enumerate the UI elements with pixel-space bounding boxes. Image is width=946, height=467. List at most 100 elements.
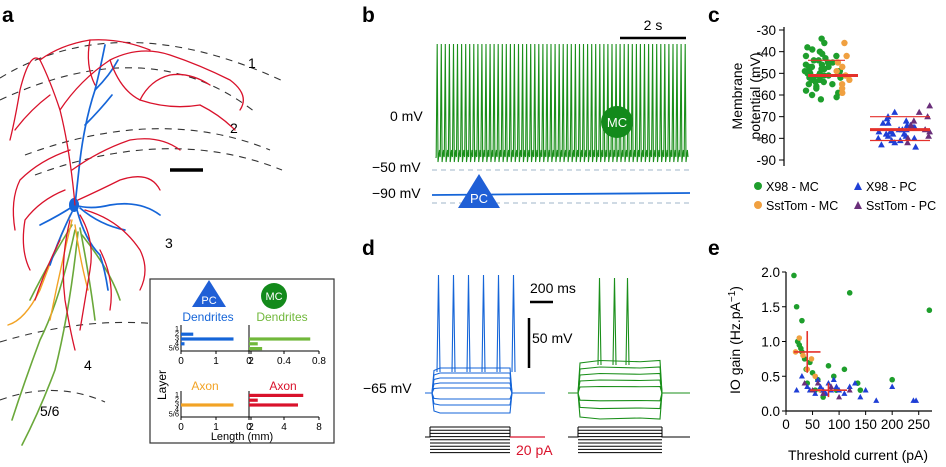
e-point (926, 307, 933, 314)
mc-spike (625, 277, 630, 366)
c-ylabel-line2: potential (mV) (747, 52, 763, 139)
mc-dendrites (11, 224, 121, 446)
layer-4-5-boundary (0, 389, 106, 403)
inset-x-tick-label: 2 (248, 356, 254, 367)
c-point (808, 91, 816, 99)
c-point (891, 139, 899, 146)
mc-spike (597, 277, 602, 366)
inset-x-tick-label: 0 (246, 356, 252, 367)
c-y-tick-label: -70 (756, 110, 776, 125)
e-point (846, 290, 853, 296)
mc-axon (9, 39, 244, 351)
mc-axon-branch (79, 214, 92, 331)
legend-marker-ssttom-pc (854, 201, 862, 209)
c-point (915, 108, 923, 115)
e-point (846, 383, 853, 389)
c-point (877, 141, 885, 148)
e-xlabel: Threshold current (pA) (788, 447, 928, 463)
inset-layer-tick-label: 3 (175, 400, 179, 409)
mc-axon-title: Axon (269, 379, 296, 393)
c-point (839, 63, 846, 71)
c-point (843, 52, 850, 60)
layer-label-4: 4 (84, 357, 92, 373)
layer-3a-boundary (34, 148, 283, 176)
panel-label-e: e (708, 237, 720, 260)
mc-axon-branch (9, 57, 76, 206)
panel-e: e IO gain (Hz.pA−1) Threshold current (p… (708, 237, 933, 463)
c-point (821, 39, 828, 47)
layer-2-3-boundary (24, 128, 271, 156)
c-point (813, 85, 820, 92)
inset-mc-label: MC (265, 291, 282, 303)
c-point (875, 128, 883, 135)
mc-dendrites-title: Dendrites (256, 310, 307, 324)
c-point (883, 115, 891, 122)
inset-x-tick-label: 0 (246, 422, 252, 433)
legend-ssttom-pc: SstTom - PC (866, 199, 936, 213)
mc-axon-branch (62, 219, 76, 351)
panel-label-c: c (708, 4, 720, 27)
panel-c: c Membrane potential (mV) -30-40-50-60-7… (708, 4, 936, 213)
voltage-label-0mv: 0 mV (390, 108, 423, 124)
e-point (817, 383, 824, 389)
layer-label-3: 3 (165, 235, 173, 251)
e-data-points (791, 272, 933, 403)
e-ylabel: IO gain (Hz.pA−1) (727, 286, 743, 394)
c-y-tick-label: -30 (756, 23, 776, 38)
pc-axon-title: Axon (191, 379, 218, 393)
e-point (852, 380, 859, 386)
mc-axon-branch (34, 239, 61, 301)
pia-boundary (0, 41, 286, 83)
c-point (833, 67, 840, 75)
pc-dendrites (39, 44, 161, 291)
inset-pc-label: PC (201, 295, 216, 307)
c-point (802, 87, 810, 94)
c-point (833, 93, 840, 101)
pc-spike (511, 274, 516, 373)
mc-axon-branch (71, 138, 181, 171)
c-point (874, 134, 882, 141)
mc-step-trace (568, 359, 690, 394)
inset-bar (249, 342, 258, 346)
mc-axon-branch (99, 249, 112, 311)
c-point (889, 130, 897, 137)
e-point (913, 397, 920, 403)
e-point (828, 383, 835, 389)
c-point (805, 80, 813, 88)
e-y-tick-label: 0.0 (761, 404, 780, 419)
inset-bar (181, 403, 234, 407)
e-x-tick-label: 0 (782, 417, 790, 432)
inset-x-tick-label: 4 (281, 422, 287, 433)
pc-spike (481, 274, 486, 373)
e-point (812, 373, 818, 380)
mc-spike (612, 277, 617, 366)
pc-dendrites-title: Dendrites (182, 310, 233, 324)
e-point (814, 380, 821, 386)
time-scale-label-d: 200 ms (530, 280, 576, 296)
pc-spike (451, 274, 456, 373)
inset-bar (181, 332, 194, 336)
inset-layer-tick-label: 4 (175, 404, 179, 413)
c-point (891, 108, 899, 115)
legend-x98-mc: X98 - MC (766, 180, 819, 194)
legend-marker-x98-mc (754, 182, 762, 190)
e-point (793, 303, 800, 310)
inset-bar (181, 342, 185, 346)
e-point (820, 390, 827, 396)
e-point (791, 272, 797, 279)
panel-label-b: b (362, 4, 375, 27)
c-point (846, 76, 853, 84)
legend-ssttom-mc: SstTom - MC (766, 199, 838, 213)
inset-x-tick-label: 1 (213, 356, 219, 367)
e-y-tick-label: 1.5 (761, 300, 780, 315)
mc-step-trace (568, 392, 690, 402)
pc-triangle-icon-b (458, 174, 500, 208)
e-point (862, 386, 869, 393)
c-point (926, 102, 934, 109)
c-point (829, 80, 836, 88)
inset-bar (249, 393, 304, 397)
c-legend: X98 - MC SstTom - MC X98 - PC SstTom - P… (754, 180, 936, 213)
inset-bar (249, 337, 311, 341)
